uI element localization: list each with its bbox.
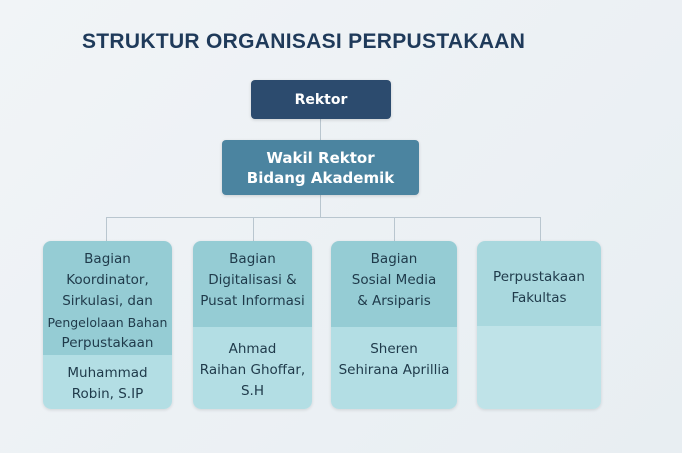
unit-label: Bagian bbox=[84, 251, 131, 267]
unit-label: Sirkulasi, dan bbox=[62, 293, 153, 309]
node-rektor: Rektor bbox=[251, 80, 391, 119]
person-name: Robin, S.IP bbox=[71, 386, 144, 402]
connector-horizontal bbox=[106, 217, 541, 218]
connector bbox=[320, 195, 321, 217]
unit-label: Bagian bbox=[229, 251, 276, 267]
connector bbox=[253, 217, 254, 241]
unit-sosial-media: Bagian Sosial Media & Arsiparis Sheren S… bbox=[331, 241, 457, 409]
unit-label: Perpustakaan bbox=[493, 269, 585, 285]
unit-label: Perpustakaan bbox=[61, 335, 154, 351]
page-title: STRUKTUR ORGANISASI PERPUSTAKAAN bbox=[82, 30, 526, 53]
unit-label: Bagian bbox=[370, 251, 418, 267]
person-name: Sheren bbox=[370, 341, 418, 357]
connector bbox=[540, 217, 541, 241]
person-name: Ahmad bbox=[228, 341, 277, 357]
connector bbox=[394, 217, 395, 241]
unit-digitalisasi: Bagian Digitalisasi & Pusat Informasi Ah… bbox=[193, 241, 312, 409]
unit-label: Fakultas bbox=[511, 290, 567, 306]
unit-perpustakaan-fakultas: Perpustakaan Fakultas bbox=[477, 241, 601, 409]
node-label: Wakil Rektor bbox=[266, 148, 375, 167]
unit-label: Pengelolaan Bahan bbox=[47, 315, 168, 330]
person-name: Sehirana Aprillia bbox=[338, 362, 450, 378]
unit-label: Pusat Informasi bbox=[200, 293, 305, 309]
unit-label: Sosial Media bbox=[351, 272, 437, 288]
person-name: Muhammad bbox=[67, 365, 148, 381]
unit-label: Digitalisasi & bbox=[208, 272, 297, 288]
person-name: Raihan Ghoffar, bbox=[199, 362, 306, 378]
connector bbox=[106, 217, 107, 241]
node-label: Bidang Akademik bbox=[246, 168, 395, 187]
node-label: Rektor bbox=[294, 91, 348, 108]
unit-label: Koordinator, bbox=[66, 272, 149, 288]
person-name: S.H bbox=[240, 383, 264, 399]
connector bbox=[320, 119, 321, 140]
unit-label: & Arsiparis bbox=[357, 293, 431, 309]
unit-koordinator-sirkulasi: Bagian Koordinator, Sirkulasi, dan Penge… bbox=[43, 241, 172, 409]
